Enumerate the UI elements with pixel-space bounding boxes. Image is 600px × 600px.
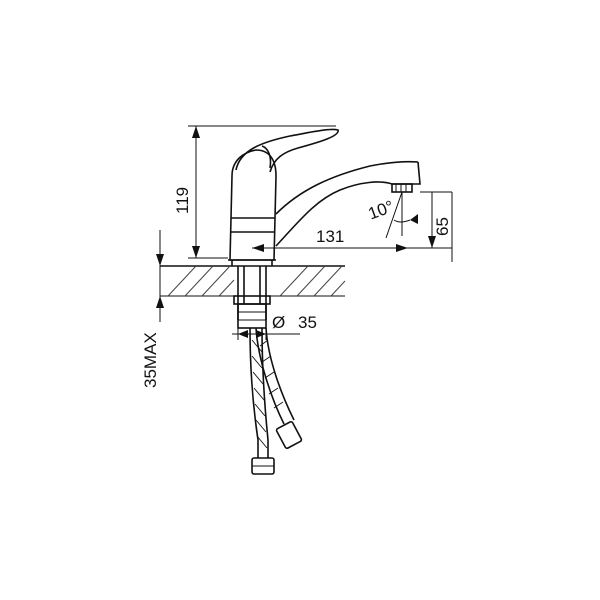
dimension-spout-height: 65 bbox=[420, 191, 452, 248]
countertop bbox=[160, 265, 346, 297]
dimension-height: 119 bbox=[173, 125, 336, 259]
spout-height-dimension-label: 65 bbox=[433, 217, 452, 236]
spout bbox=[275, 160, 421, 247]
countertop-hatching bbox=[167, 265, 346, 297]
hole-diameter-label: 35 bbox=[298, 313, 317, 332]
dimension-counter-thickness: 35MAX bbox=[141, 230, 164, 388]
reach-dimension-label: 131 bbox=[316, 227, 344, 246]
flexible-hoses bbox=[249, 327, 303, 475]
height-dimension-label: 119 bbox=[173, 187, 192, 214]
dimension-reach: 131 bbox=[252, 192, 453, 262]
diameter-symbol: Ø bbox=[272, 313, 285, 332]
dimension-hole-diameter: Ø 35 bbox=[232, 313, 317, 340]
counter-max-label: 35MAX bbox=[141, 332, 160, 388]
mounting-assembly bbox=[233, 266, 271, 329]
angle-label: 10° bbox=[366, 197, 397, 224]
faucet-body bbox=[228, 149, 277, 266]
lever-handle bbox=[235, 128, 339, 173]
dimension-angle: 10° bbox=[366, 191, 418, 239]
